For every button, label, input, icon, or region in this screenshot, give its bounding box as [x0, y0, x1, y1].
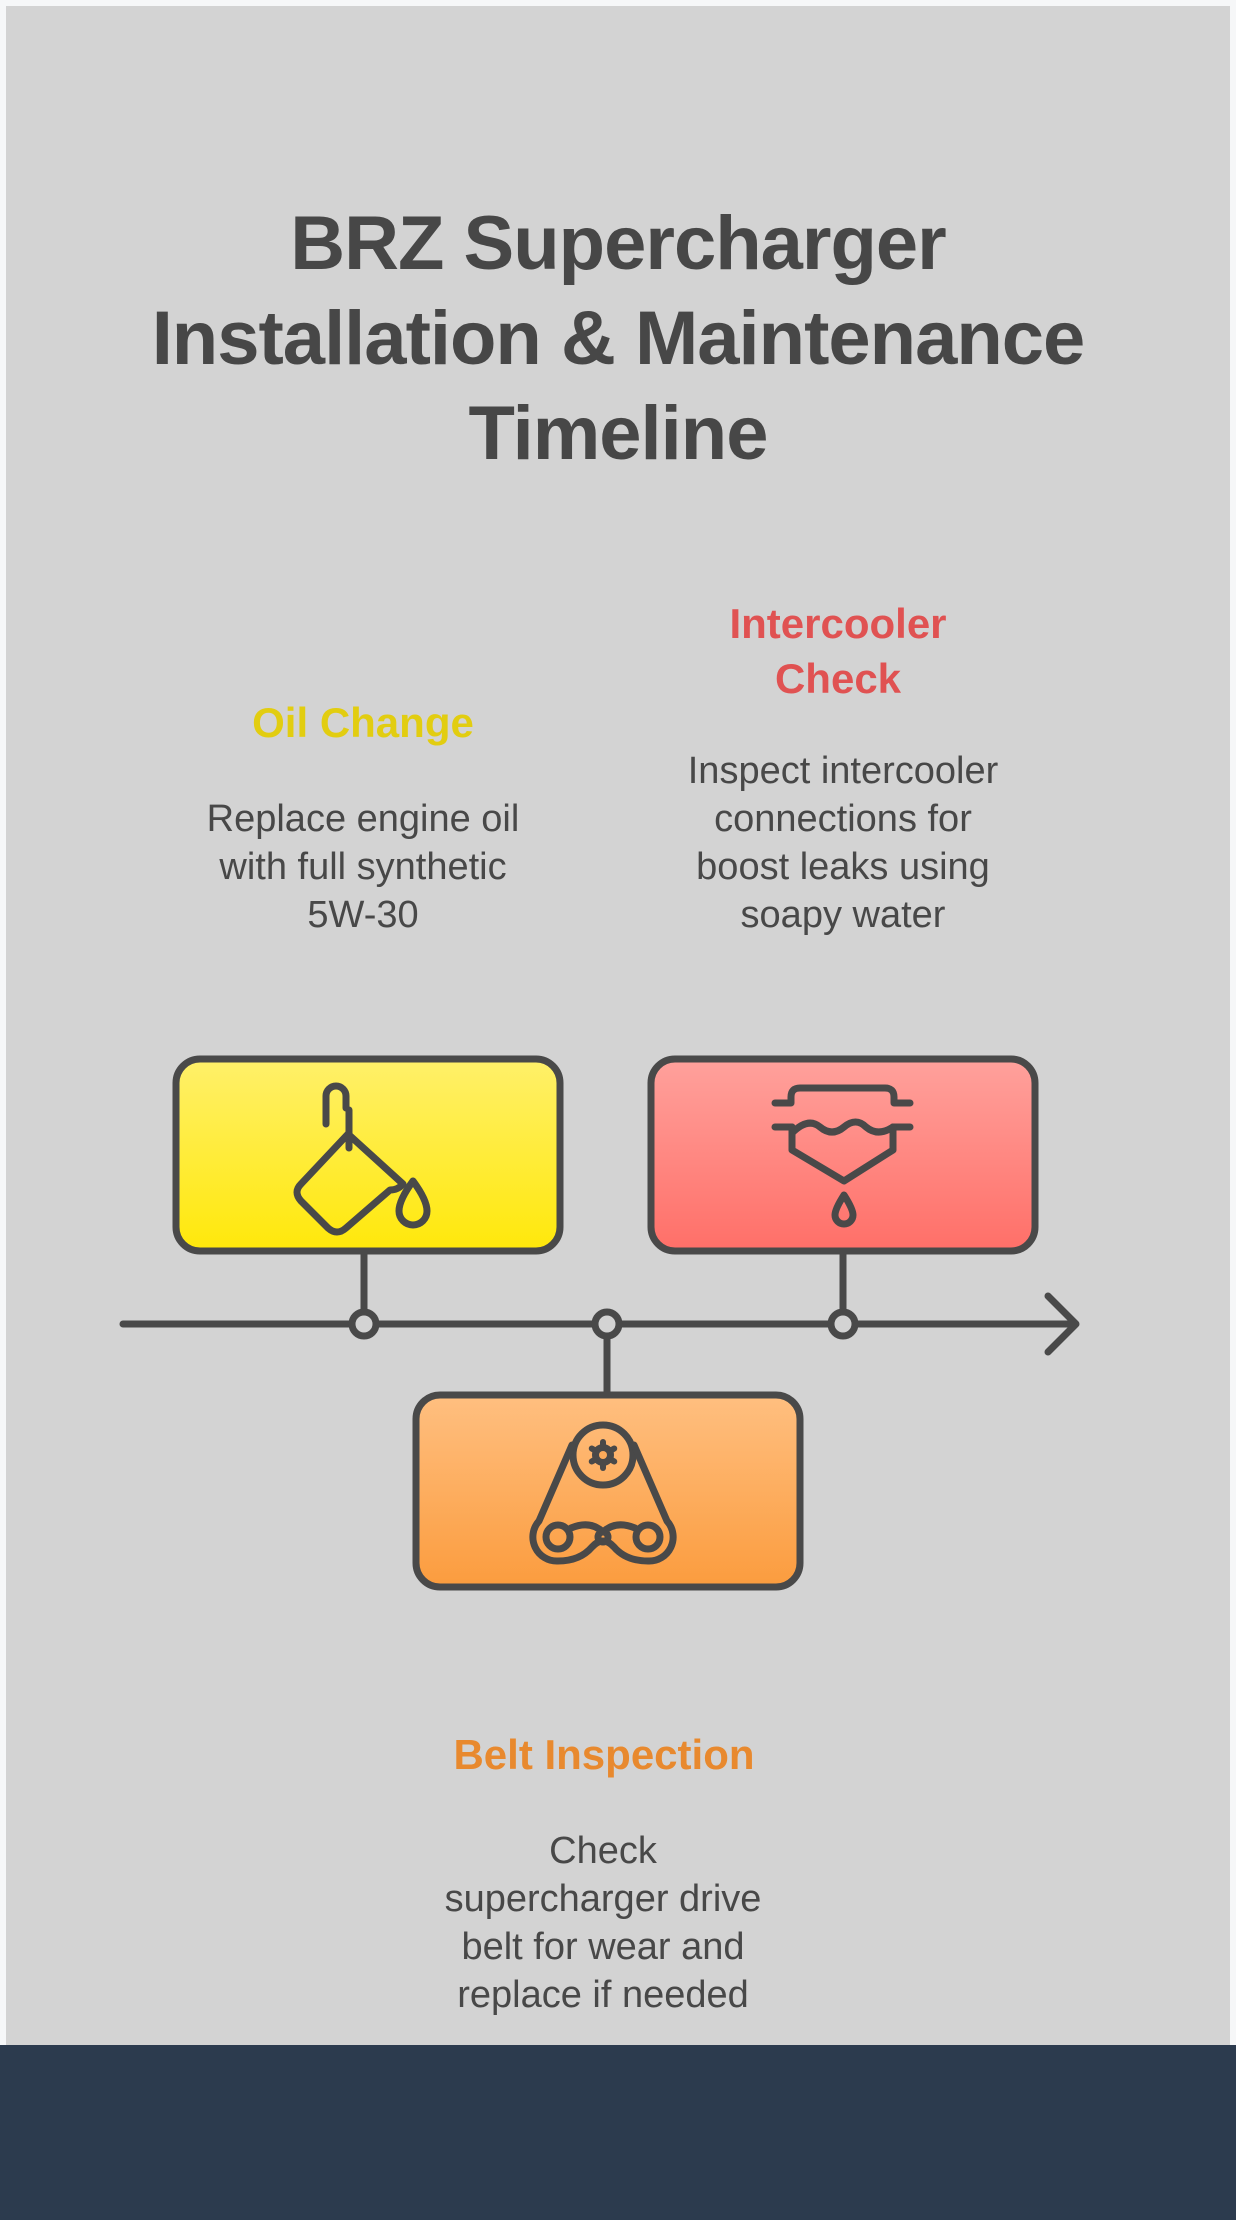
title-line-3: Timeline: [468, 391, 769, 476]
oil-change-description: Replace engine oil with full synthetic 5…: [206, 798, 520, 936]
drive-belt-pulley-icon: [529, 1421, 677, 1565]
belt-inspection-heading: Belt Inspection: [453, 1731, 755, 1778]
footer-bar: [0, 2045, 1236, 2220]
belt-inspection-description: Check supercharger drive belt for wear a…: [444, 1830, 762, 2016]
node-intercooler-check: [827, 1308, 859, 1340]
timeline-nodes: [348, 1308, 859, 1340]
title-line-1: BRZ Supercharger: [290, 201, 947, 286]
background-card: [6, 6, 1230, 2045]
oil-can-pour-icon: [293, 1082, 431, 1236]
intercooler-check-description: Inspect intercooler connections for boos…: [687, 750, 999, 936]
oil-change-heading: Oil Change: [252, 699, 474, 746]
belt-inspection-box: [412, 1391, 804, 1591]
intercooler-check-box: [647, 1055, 1039, 1255]
node-belt-inspection: [591, 1308, 623, 1340]
arrow-right-icon: [1044, 1292, 1080, 1356]
intercooler-leak-icon: [771, 1084, 914, 1228]
intercooler-check-heading: Intercooler Check: [729, 600, 947, 702]
node-oil-change: [348, 1308, 380, 1340]
title-line-2: Installation & Maintenance: [151, 296, 1086, 381]
page-title: BRZ Supercharger Installation & Maintena…: [80, 196, 1156, 481]
oil-change-box: [172, 1055, 564, 1255]
connectors: [360, 1253, 847, 1393]
